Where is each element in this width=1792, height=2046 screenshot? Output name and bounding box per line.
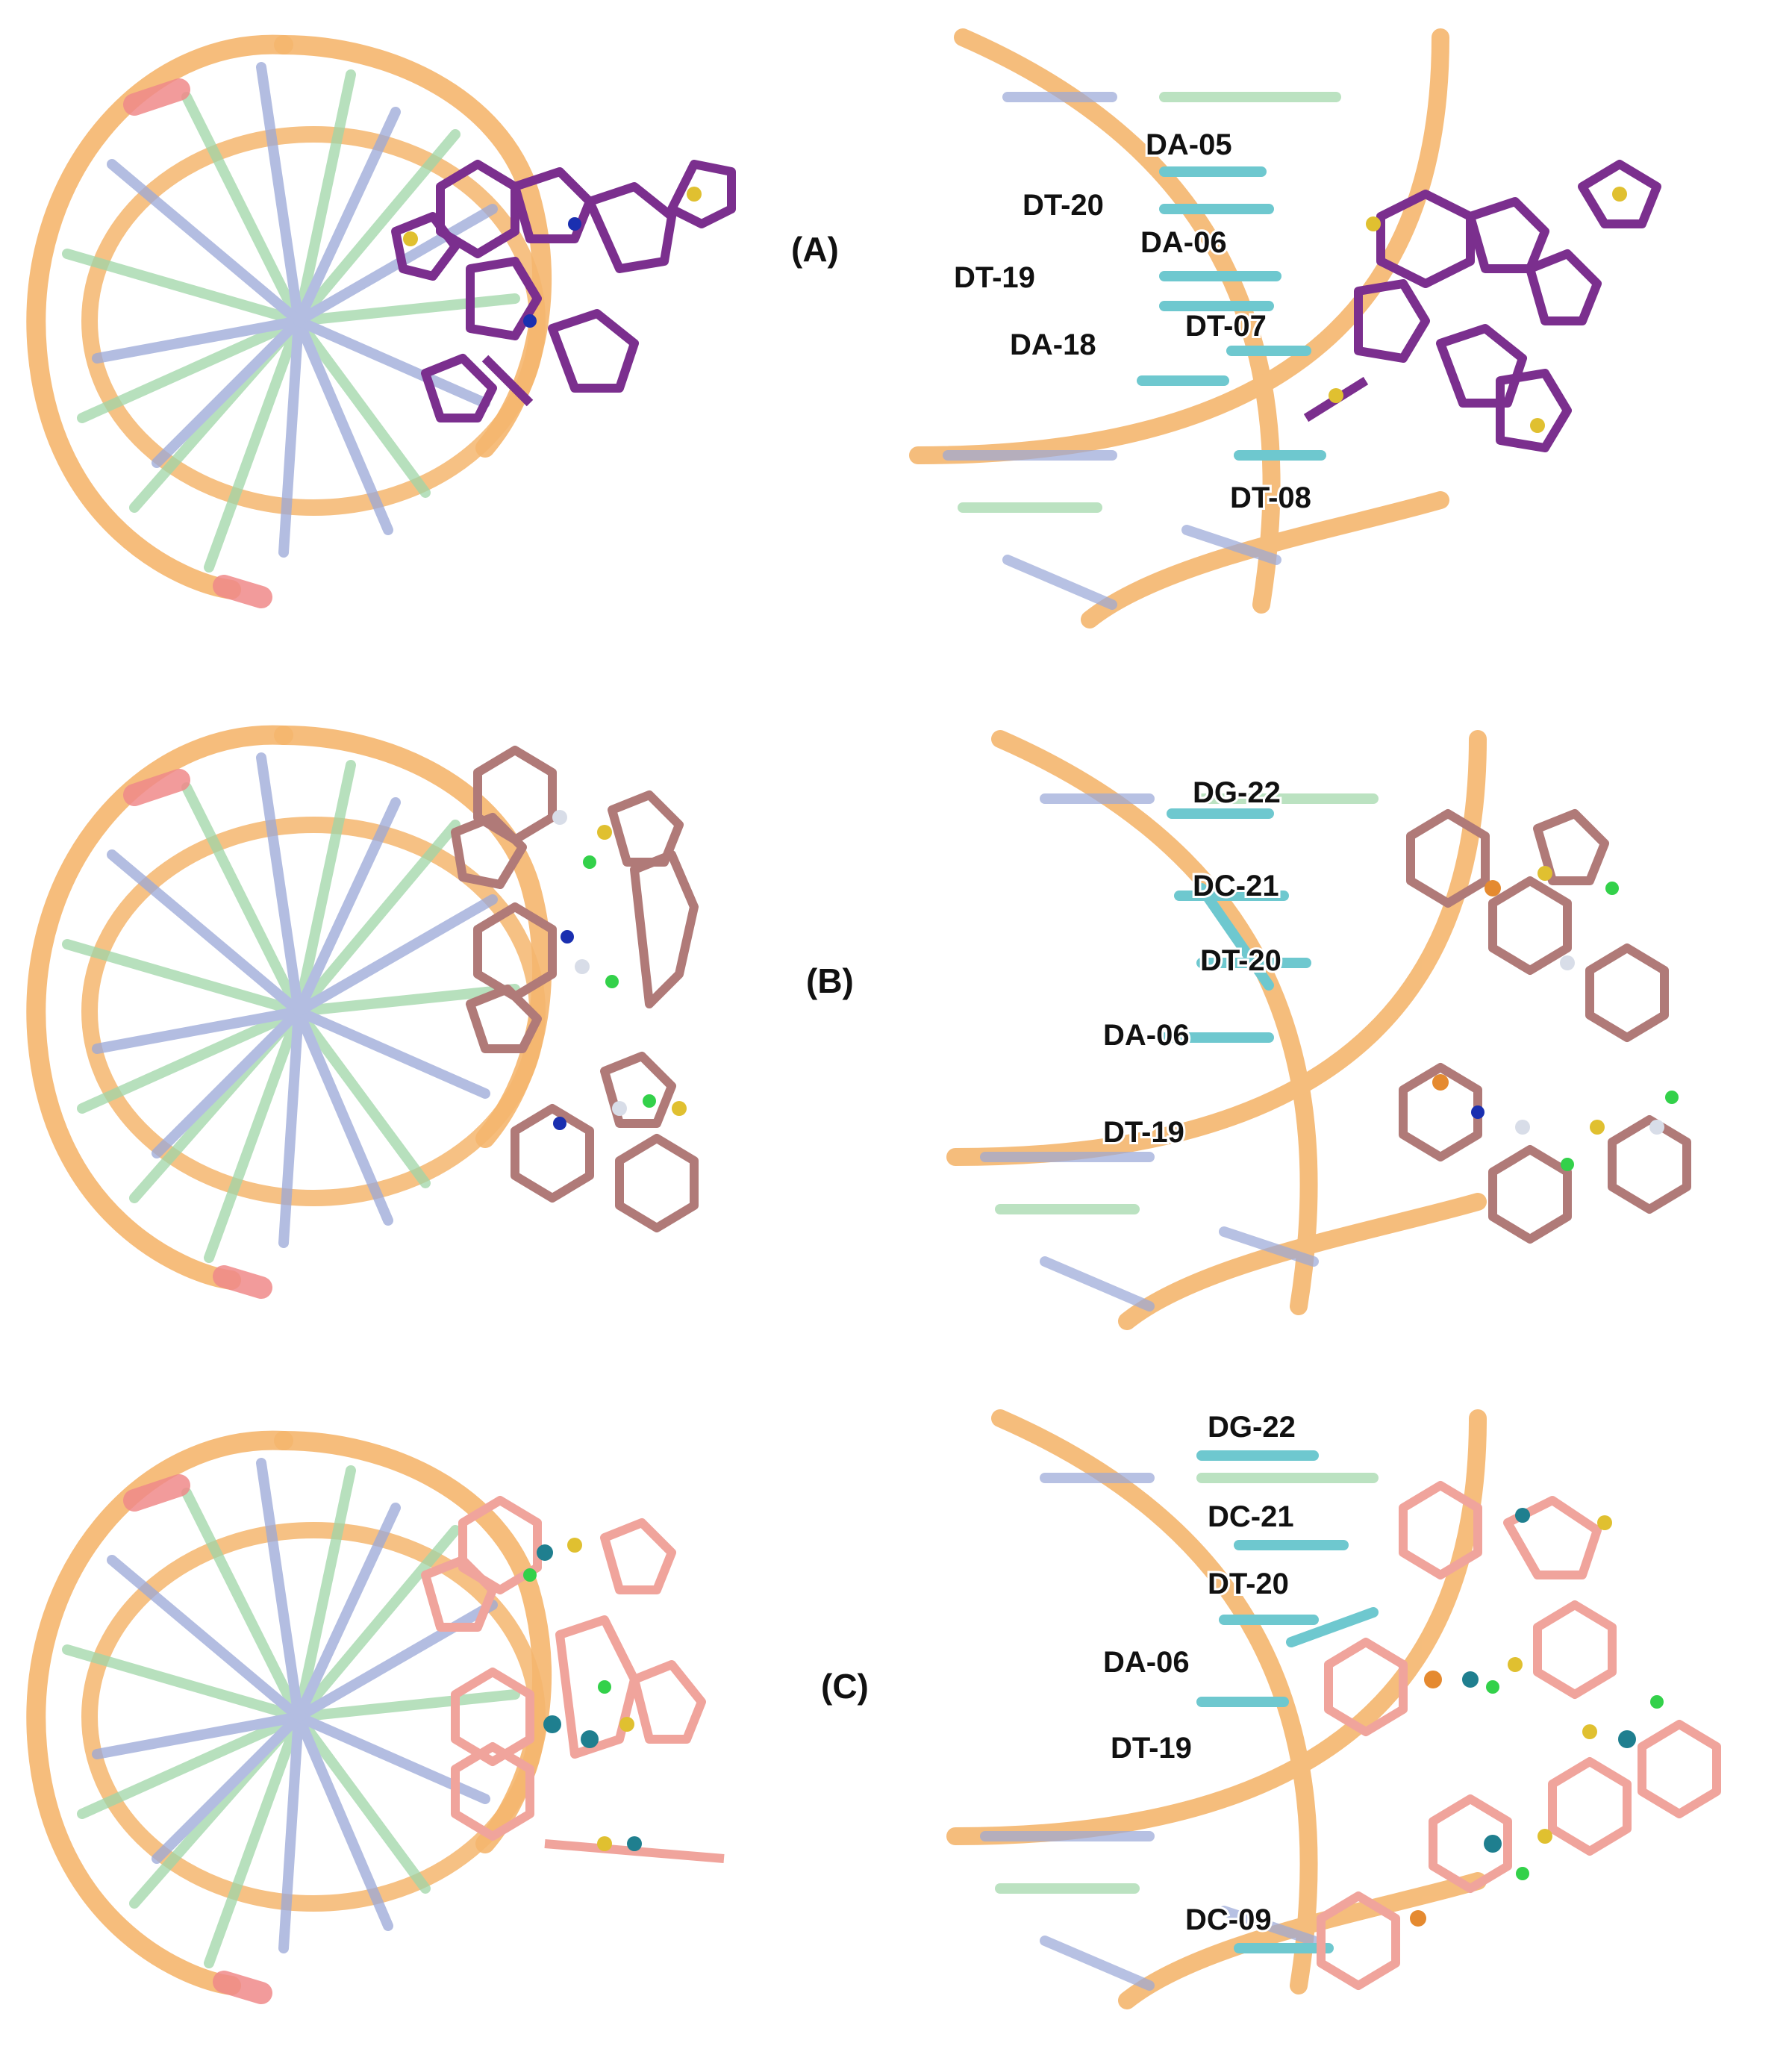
panel-a-residue-labels: DA-05 DT-20 DA-06 DT-19 DT-07 DA-18 DT-0…	[952, 126, 1314, 517]
panel-b: (B)	[36, 735, 1691, 1321]
residue-label-c-dc09: DC-09	[1185, 1903, 1272, 1936]
panel-a: (A)	[36, 37, 1661, 620]
panel-b-residue-labels: DG-22 DC-21 DT-20 DA-06 DT-19	[1101, 774, 1284, 1151]
residue-label-b-dt19: DT-19	[1103, 1116, 1184, 1149]
ligand-b-top-atoms	[552, 810, 687, 1130]
panel-a-label: (A)	[791, 230, 839, 269]
ligand-a-side-atoms	[1329, 187, 1627, 433]
panel-a-side-view	[918, 37, 1661, 620]
residue-label-c-dt20: DT-20	[1208, 1568, 1289, 1600]
residue-label-a-dt07: DT-07	[1185, 310, 1267, 343]
panel-c: (C)	[36, 1409, 1721, 2000]
residue-label-c-dg22: DG-22	[1208, 1411, 1296, 1444]
residue-label-a-da18: DA-18	[1010, 328, 1096, 361]
ligand-c-side-atoms	[1410, 1508, 1664, 1927]
residue-label-a-dt20: DT-20	[1023, 189, 1104, 222]
panel-b-label: (B)	[806, 961, 854, 1000]
residue-label-a-dt19: DT-19	[954, 261, 1035, 294]
residue-label-b-da06: DA-06	[1103, 1019, 1190, 1052]
residue-label-c-dt19: DT-19	[1111, 1732, 1192, 1765]
ligand-a-top-atoms	[403, 187, 702, 328]
panel-c-label: (C)	[821, 1667, 869, 1706]
ligand-b-side-atoms	[1432, 866, 1679, 1171]
panel-b-top-view	[36, 735, 699, 1288]
panel-a-top-view	[36, 45, 736, 597]
residue-label-a-da06: DA-06	[1140, 226, 1227, 259]
residue-sticks-c	[1196, 1450, 1379, 1953]
panel-c-residue-labels: DG-22 DC-21 DT-20 DA-06 DT-19 DC-09	[1101, 1409, 1298, 1939]
residue-label-b-dt20: DT-20	[1200, 944, 1281, 977]
panel-c-side-view	[955, 1418, 1721, 2000]
residue-label-b-dg22: DG-22	[1193, 776, 1281, 809]
ligand-a-side	[1303, 160, 1661, 452]
residue-label-c-da06: DA-06	[1103, 1646, 1190, 1679]
residue-sticks-b	[1159, 808, 1311, 1043]
ligand-a-top	[391, 160, 736, 422]
panel-b-side-view	[955, 739, 1691, 1321]
residue-sticks-a	[1137, 166, 1326, 461]
residue-label-a-dt08: DT-08	[1230, 481, 1311, 514]
ligand-c-top-atoms	[523, 1538, 642, 1851]
ligand-c-side	[1317, 1481, 1721, 1990]
residue-label-a-da05: DA-05	[1146, 128, 1232, 161]
residue-label-b-dc21: DC-21	[1193, 870, 1279, 902]
ligand-b-side	[1399, 809, 1691, 1244]
ligand-c-top	[421, 1496, 725, 1863]
residue-label-c-dc21: DC-21	[1208, 1500, 1294, 1533]
panel-c-top-view	[36, 1441, 725, 1993]
